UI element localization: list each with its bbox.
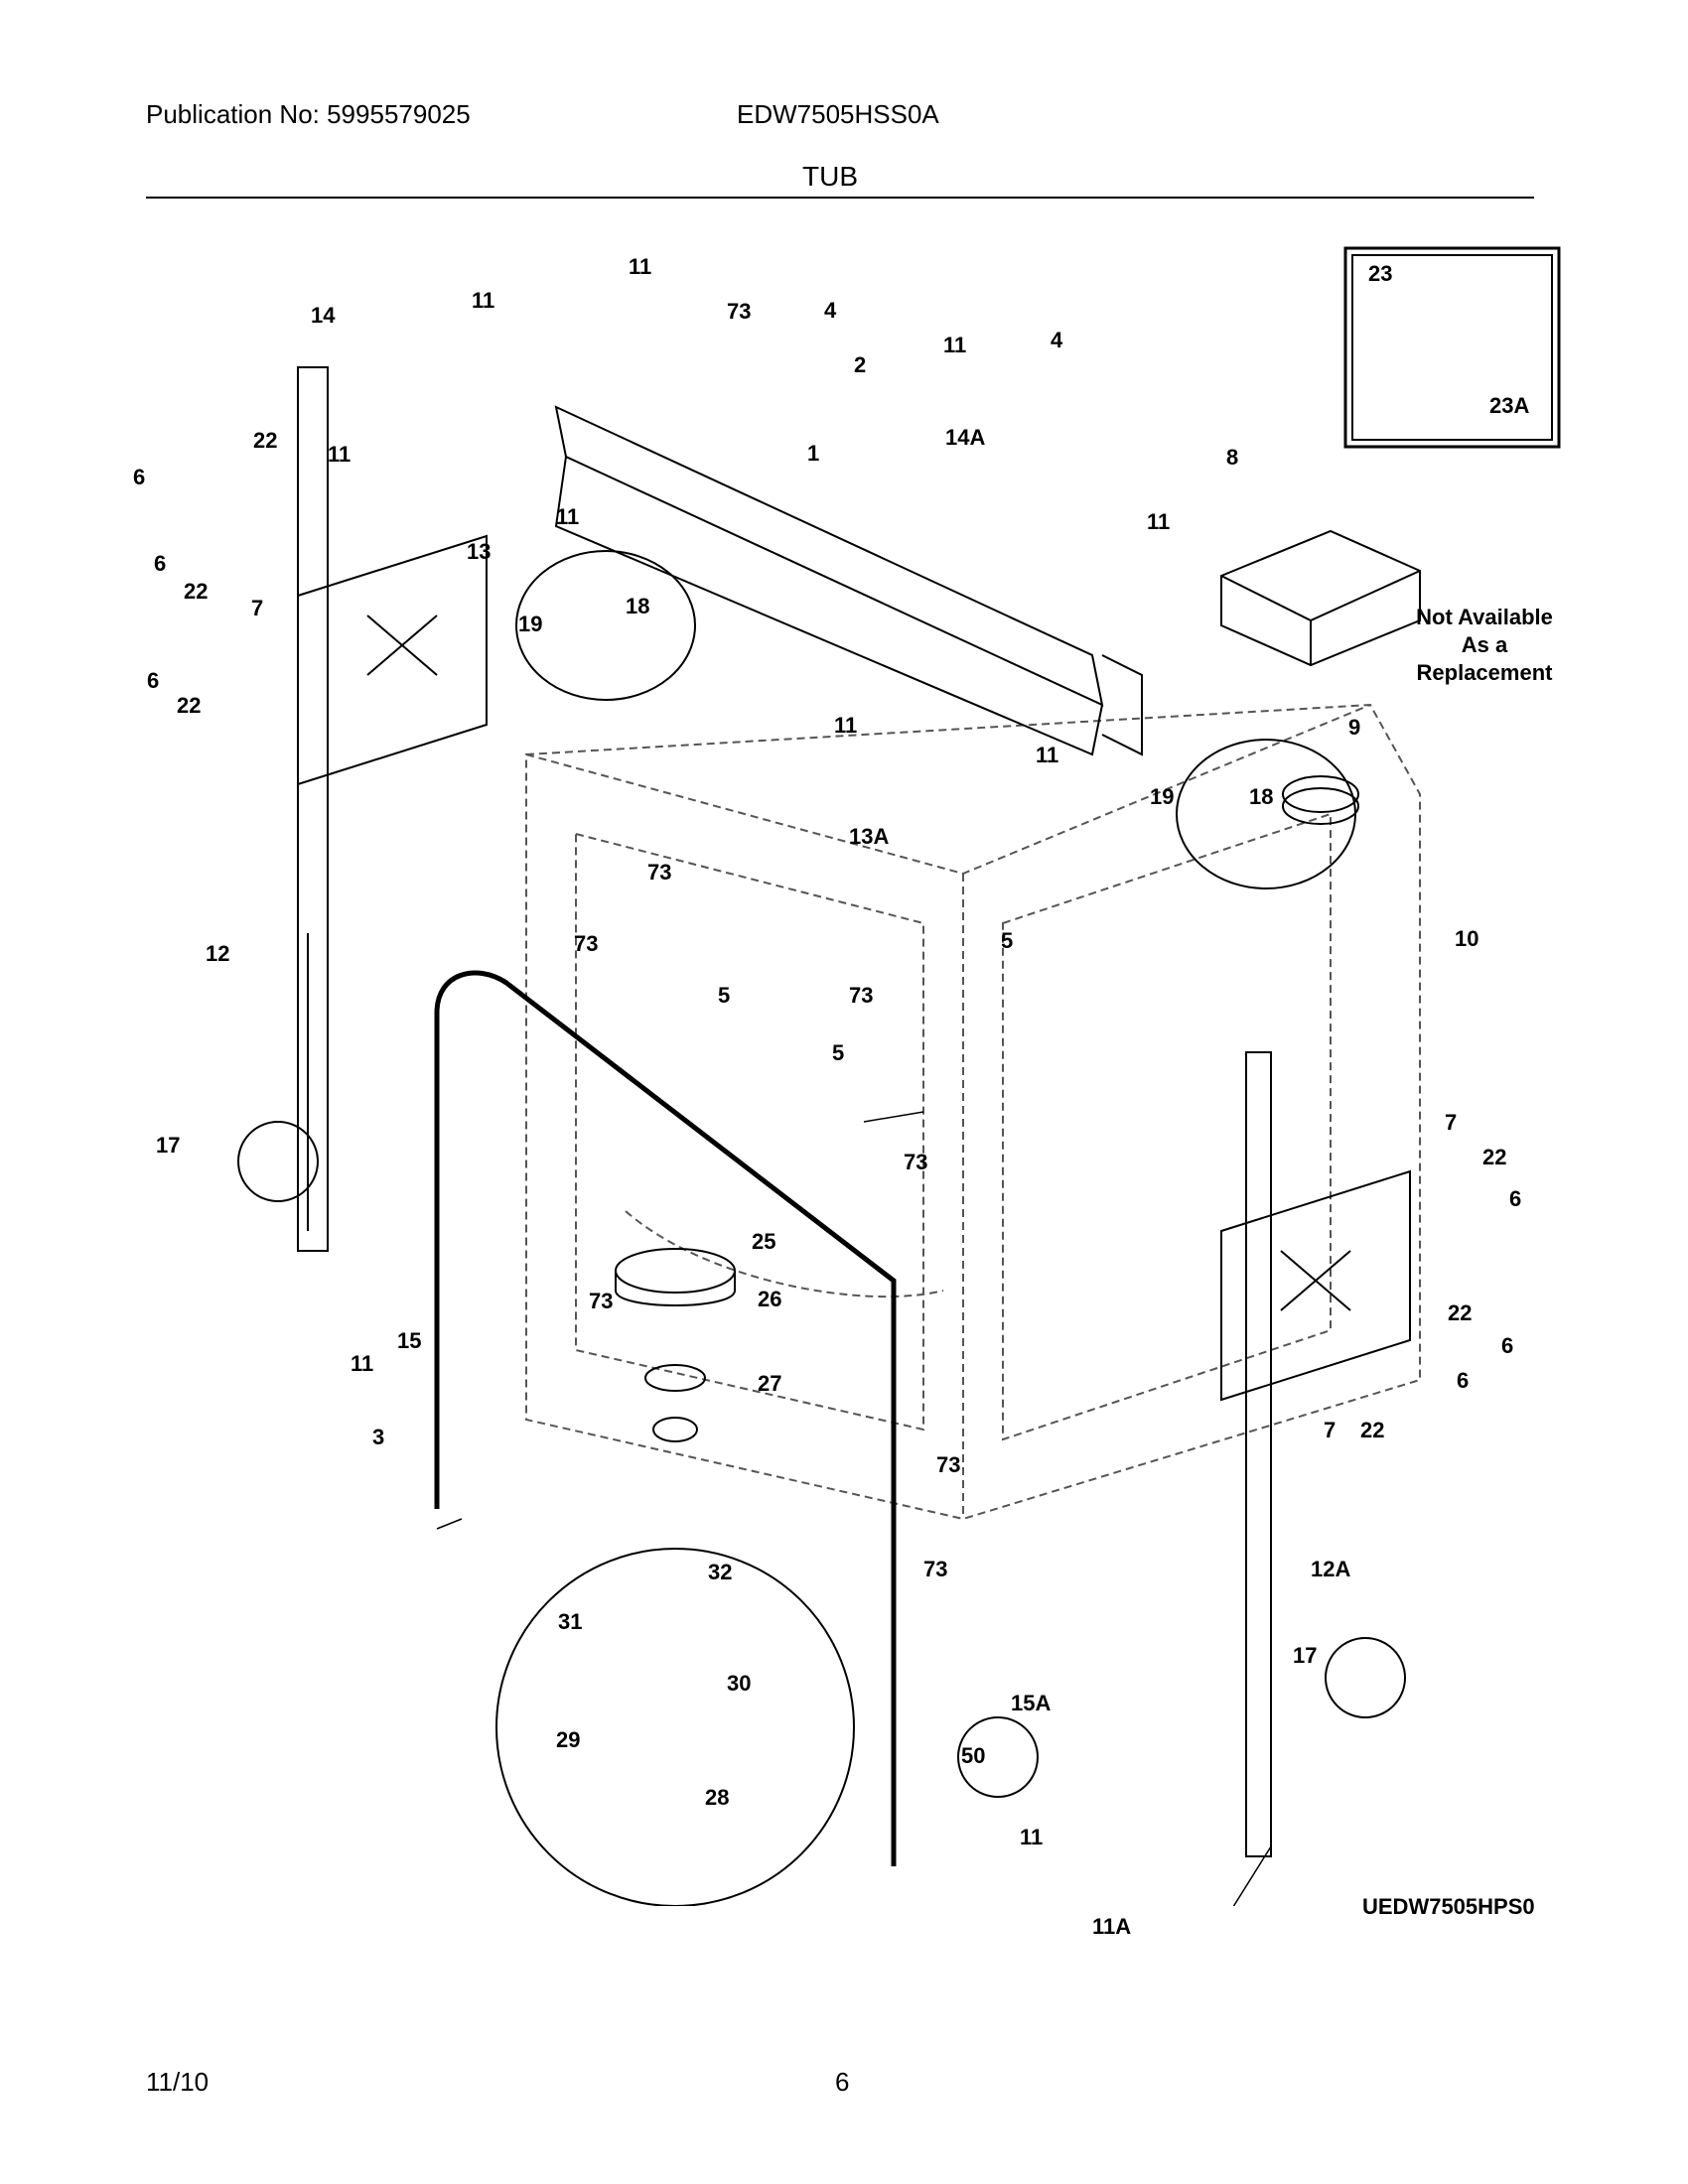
callout-17: 17 bbox=[156, 1133, 181, 1158]
exploded-parts-diagram: 11 11 73 4 14 11 4 2 14A 23 23A 22 6 11 … bbox=[109, 238, 1579, 1938]
callout-13: 13 bbox=[467, 539, 492, 564]
callout-73: 73 bbox=[849, 983, 874, 1008]
callout-15: 15 bbox=[397, 1328, 422, 1353]
callout-23A: 23A bbox=[1489, 393, 1530, 418]
callout-14: 14 bbox=[311, 303, 336, 328]
section-title: TUB bbox=[802, 161, 858, 192]
callout-18: 18 bbox=[1249, 784, 1274, 809]
right-rail bbox=[1220, 1051, 1411, 1857]
callout-5: 5 bbox=[832, 1040, 845, 1065]
inset-17-left bbox=[237, 1121, 319, 1202]
callout-11: 11 bbox=[351, 1351, 374, 1376]
callout-11A: 11A bbox=[1092, 1914, 1132, 1939]
callout-11: 11 bbox=[1020, 1825, 1044, 1849]
callout-18: 18 bbox=[626, 594, 650, 618]
callout-73: 73 bbox=[923, 1557, 948, 1581]
callout-2: 2 bbox=[854, 352, 867, 377]
callout-25: 25 bbox=[752, 1229, 776, 1254]
callout-23: 23 bbox=[1368, 261, 1393, 286]
callout-5: 5 bbox=[718, 983, 731, 1008]
inset-50 bbox=[957, 1716, 1039, 1798]
callout-19: 19 bbox=[518, 612, 543, 636]
note-line: Replacement bbox=[1416, 660, 1553, 685]
top-bracket bbox=[554, 405, 1143, 756]
callout-19: 19 bbox=[1150, 784, 1175, 809]
callout-5: 5 bbox=[1001, 928, 1014, 953]
callout-4: 4 bbox=[824, 298, 837, 323]
callout-7: 7 bbox=[1445, 1110, 1458, 1135]
callout-11: 11 bbox=[943, 333, 967, 357]
note-line: Not Available bbox=[1416, 605, 1553, 629]
callout-11: 11 bbox=[328, 442, 352, 467]
note-line: As a bbox=[1461, 632, 1508, 657]
callout-22: 22 bbox=[1482, 1145, 1507, 1169]
callout-11: 11 bbox=[556, 504, 580, 529]
callout-3: 3 bbox=[372, 1425, 385, 1449]
callout-10: 10 bbox=[1455, 926, 1479, 951]
callout-28: 28 bbox=[705, 1785, 730, 1810]
callout-22: 22 bbox=[1448, 1300, 1473, 1325]
callout-14A: 14A bbox=[945, 425, 986, 450]
tub-body bbox=[525, 703, 1421, 1521]
page-number: 6 bbox=[835, 2067, 850, 2097]
callout-15A: 15A bbox=[1011, 1691, 1052, 1715]
header-divider bbox=[146, 197, 1534, 199]
callout-73: 73 bbox=[589, 1289, 614, 1313]
callout-6: 6 bbox=[1457, 1368, 1470, 1393]
inset-17-right bbox=[1325, 1637, 1406, 1718]
callout-30: 30 bbox=[727, 1671, 752, 1696]
callout-73: 73 bbox=[574, 931, 599, 956]
callout-12A: 12A bbox=[1311, 1557, 1351, 1581]
door-gasket bbox=[434, 970, 897, 1866]
callout-27: 27 bbox=[758, 1371, 782, 1396]
callout-1: 1 bbox=[807, 441, 820, 466]
leader-lines bbox=[436, 1111, 1272, 1906]
inset-box-23 bbox=[1343, 246, 1561, 449]
callout-8: 8 bbox=[1226, 445, 1239, 470]
callout-11: 11 bbox=[1147, 509, 1171, 534]
callout-6: 6 bbox=[154, 551, 167, 576]
control-module bbox=[1220, 529, 1421, 667]
inset-18-19-left bbox=[515, 550, 696, 701]
callout-73: 73 bbox=[904, 1150, 928, 1174]
callout-11: 11 bbox=[472, 288, 495, 313]
model-number: EDW7505HSS0A bbox=[737, 99, 939, 129]
part-9-ring bbox=[1282, 775, 1359, 813]
hub-assembly bbox=[615, 1248, 736, 1442]
callout-6: 6 bbox=[133, 465, 146, 489]
diagram-drawing bbox=[237, 246, 1561, 1906]
not-available-note: Not Available As a Replacement bbox=[1390, 604, 1579, 687]
callout-73: 73 bbox=[647, 860, 672, 885]
callout-11: 11 bbox=[629, 254, 652, 279]
callout-7: 7 bbox=[1324, 1418, 1336, 1442]
callout-6: 6 bbox=[1509, 1186, 1522, 1211]
callout-13A: 13A bbox=[849, 824, 890, 849]
callout-11: 11 bbox=[834, 713, 858, 738]
callout-17: 17 bbox=[1293, 1643, 1318, 1668]
callout-73: 73 bbox=[936, 1452, 961, 1477]
callout-22: 22 bbox=[184, 579, 209, 604]
left-rail bbox=[297, 366, 488, 1252]
callout-32: 32 bbox=[708, 1560, 733, 1584]
callout-22: 22 bbox=[1360, 1418, 1385, 1442]
publication-number: Publication No: 5995579025 bbox=[146, 99, 471, 129]
callout-50: 50 bbox=[961, 1743, 986, 1768]
inset-28-32 bbox=[495, 1548, 855, 1906]
callout-26: 26 bbox=[758, 1287, 782, 1311]
callout-73: 73 bbox=[727, 299, 752, 324]
callout-29: 29 bbox=[556, 1727, 581, 1752]
callout-6: 6 bbox=[1501, 1333, 1514, 1358]
callout-12: 12 bbox=[206, 941, 230, 966]
callout-22: 22 bbox=[177, 693, 202, 718]
diagram-reference-code: UEDW7505HPS0 bbox=[1362, 1894, 1535, 1919]
callout-4: 4 bbox=[1051, 328, 1063, 352]
callout-6: 6 bbox=[147, 668, 160, 693]
callout-22: 22 bbox=[253, 428, 278, 453]
callout-31: 31 bbox=[558, 1609, 583, 1634]
callout-7: 7 bbox=[251, 596, 264, 620]
callout-11: 11 bbox=[1036, 743, 1059, 767]
footer-date: 11/10 bbox=[146, 2067, 210, 2097]
callout-9: 9 bbox=[1348, 715, 1361, 740]
